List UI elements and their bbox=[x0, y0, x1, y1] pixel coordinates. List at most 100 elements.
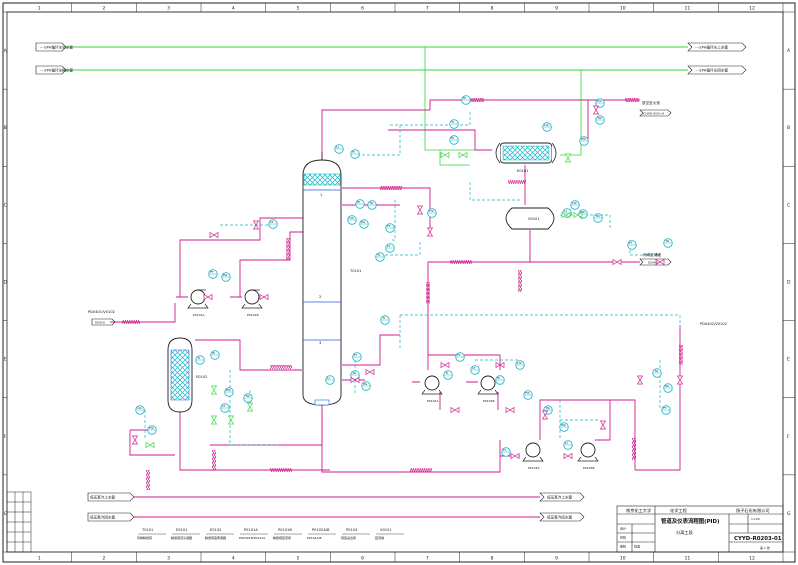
utility-arrows-top bbox=[35, 42, 747, 75]
row-label-B-right: B bbox=[787, 125, 790, 131]
control-valve bbox=[505, 406, 515, 414]
control-valve bbox=[350, 376, 360, 384]
column-label-4-bottom: 4 bbox=[232, 556, 235, 562]
row-label-C-right: C bbox=[787, 202, 790, 208]
row-label-E-right: E bbox=[787, 357, 790, 363]
drawing-number: CYYD-R0203-01 bbox=[734, 536, 782, 542]
instrument-tag: TI bbox=[196, 356, 200, 360]
instrument-tag: PI bbox=[357, 200, 360, 204]
control-valve bbox=[655, 258, 665, 266]
control-valve bbox=[426, 227, 434, 237]
control-valve bbox=[440, 151, 450, 159]
column-label-3-bottom: 3 bbox=[167, 556, 170, 562]
drawing-sheet: 第 1 张 bbox=[760, 545, 770, 550]
column-label-7-bottom: 7 bbox=[426, 556, 429, 562]
line-number-markers bbox=[122, 98, 683, 490]
column-label-5-bottom: 5 bbox=[297, 556, 300, 562]
instrument-tag: PG bbox=[363, 382, 368, 386]
instrument-tag: PIC bbox=[581, 137, 586, 141]
product-tag: DDH-0 bbox=[648, 261, 658, 265]
control-valve bbox=[210, 415, 218, 425]
column-label-1-bottom: 1 bbox=[38, 556, 41, 562]
control-valve bbox=[227, 415, 235, 425]
pump-p0102b bbox=[477, 375, 499, 395]
utility-top-left-2: ~-SPH循环水回水管 bbox=[40, 68, 73, 73]
control-valve bbox=[209, 231, 219, 239]
equipment-legend: T0101丙烯精馏塔E0101精馏塔顶冷凝器E0102精馏塔底再沸器P0101A… bbox=[137, 528, 404, 540]
utility-arrows-bottom bbox=[87, 492, 585, 522]
column-label-11-bottom: 11 bbox=[685, 556, 691, 562]
control-valve bbox=[259, 293, 269, 301]
instrument-tag: PIC bbox=[561, 423, 566, 427]
instrument-tag: TI bbox=[381, 316, 385, 320]
legend-tag: P0101A bbox=[244, 528, 258, 532]
control-valve bbox=[203, 293, 213, 301]
instrument-tag: FIC bbox=[429, 209, 434, 213]
instrument-tag: PI bbox=[212, 351, 215, 355]
instrument-tag: LIC bbox=[349, 216, 354, 220]
column-label-1-top: 1 bbox=[38, 6, 41, 12]
instrument-tag: TG bbox=[664, 239, 670, 243]
title-school: 南京化工大学 bbox=[626, 507, 651, 514]
overhead-condenser bbox=[495, 142, 557, 164]
control-valve bbox=[450, 406, 460, 414]
instrument-tag: TIC bbox=[244, 394, 250, 398]
control-valve bbox=[564, 153, 572, 163]
control-valve bbox=[541, 410, 549, 420]
control-valve bbox=[131, 435, 139, 445]
instrument-tag: TIC bbox=[596, 116, 602, 120]
reboiler bbox=[167, 337, 193, 413]
instrument-tag: LI bbox=[336, 145, 339, 149]
column-label-3-top: 3 bbox=[167, 6, 170, 12]
legend-tag: P0102A/B bbox=[312, 528, 330, 532]
instrument-tag: TG bbox=[653, 369, 659, 373]
steam-headers bbox=[134, 496, 540, 518]
instrument-tag: LIC bbox=[544, 123, 549, 127]
instrument-tag: TI bbox=[376, 253, 380, 257]
tb-row-3: 审核 bbox=[620, 544, 626, 549]
row-label-D-right: D bbox=[787, 280, 791, 286]
control-valve bbox=[246, 402, 254, 412]
control-valve bbox=[416, 205, 424, 215]
column-label-6-bottom: 6 bbox=[361, 556, 364, 562]
row-label-F-right: F bbox=[787, 434, 790, 440]
instrument-tag: FIC bbox=[525, 391, 530, 395]
utility-bottom-right-1: 低压蒸汽上水管 bbox=[547, 495, 573, 500]
utility-top-right-2: ~-SPH循环水回水管 bbox=[695, 68, 728, 73]
column-label-6-top: 6 bbox=[361, 6, 364, 12]
pump-tag-p0102b: P0102B bbox=[483, 399, 495, 403]
control-valve bbox=[573, 211, 583, 219]
stream-boxes bbox=[91, 109, 672, 326]
legend-desc: 精馏塔底再沸器 bbox=[205, 535, 226, 540]
control-valve bbox=[561, 211, 571, 219]
drum-tag: V0101 bbox=[528, 217, 540, 221]
column-tag: T0101 bbox=[349, 269, 361, 273]
instrument-tag: PIC bbox=[580, 210, 585, 214]
drawing-title: 管道及仪表流程图(PID) bbox=[661, 517, 719, 525]
title-department: 化学工程 bbox=[670, 507, 688, 514]
pump-tag-p0103a: P0103A bbox=[528, 466, 540, 470]
row-label-D-left: D bbox=[4, 280, 8, 286]
pump-p0101a bbox=[187, 289, 209, 309]
instrument-tag: LT bbox=[270, 220, 273, 224]
instrument-tag: PG bbox=[223, 273, 228, 277]
column-section-3: 3 bbox=[319, 341, 321, 345]
control-valve bbox=[510, 452, 520, 460]
instrument-tag: FIC bbox=[149, 426, 154, 430]
instrument-tag: PG bbox=[665, 384, 670, 388]
column-label-2-top: 2 bbox=[103, 6, 106, 12]
pump-tag-p0103b: P0103B bbox=[583, 466, 595, 470]
drawing-section: 分离工段 bbox=[676, 529, 694, 536]
row-label-A-right: A bbox=[787, 48, 791, 54]
pump-p0103b bbox=[577, 442, 599, 462]
control-valve bbox=[210, 385, 218, 395]
instrument-tag: LI bbox=[327, 376, 330, 380]
column-label-12-bottom: 12 bbox=[749, 556, 755, 562]
condenser-tag: E0101 bbox=[517, 169, 528, 173]
reflux-drum bbox=[505, 207, 555, 230]
control-valve bbox=[592, 105, 600, 115]
pump-p0102a bbox=[421, 375, 443, 395]
feed-in-tag: DDH-0 bbox=[95, 321, 105, 325]
